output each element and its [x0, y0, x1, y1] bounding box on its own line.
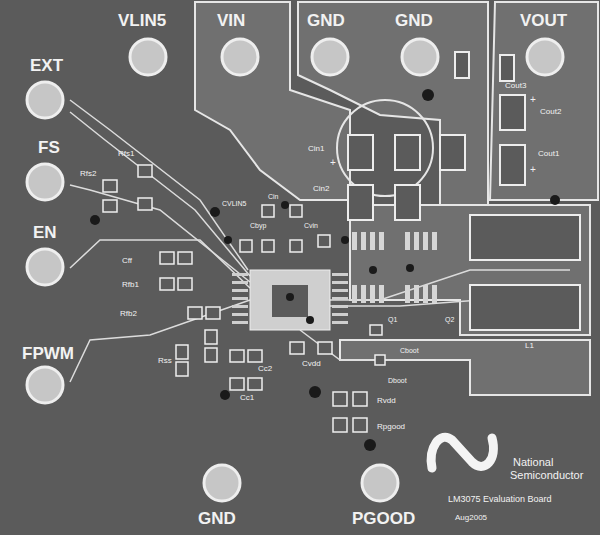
- test-point-label: GND: [395, 12, 433, 29]
- test-point-label: FS: [38, 139, 60, 156]
- component-label: Cbyp: [250, 222, 266, 229]
- component-label: Rfb1: [122, 281, 139, 289]
- test-point-label: VOUT: [520, 12, 567, 29]
- component-label: Aug2005: [455, 514, 487, 522]
- component-label: Rvdd: [377, 397, 396, 405]
- component-label: Cvin: [304, 222, 318, 229]
- test-point-label: VIN: [217, 12, 245, 29]
- component-label: +: [530, 95, 536, 105]
- test-point-label: GND: [198, 510, 236, 527]
- component-label: L1: [525, 342, 534, 350]
- component-label: Rfs2: [80, 170, 96, 178]
- component-label: Cout1: [538, 150, 559, 158]
- test-point-label: EN: [33, 224, 57, 241]
- component-label: LM3075 Evaluation Board: [448, 495, 552, 504]
- component-label: Q1: [388, 316, 397, 323]
- component-label: Rfb2: [120, 310, 137, 318]
- component-label: Rss: [158, 357, 172, 365]
- component-label: Semiconductor: [510, 470, 583, 481]
- component-label: CVLIN5: [222, 200, 247, 207]
- component-label: Rfs1: [118, 150, 134, 158]
- component-label: Cboot: [400, 347, 419, 354]
- component-label: +: [330, 158, 336, 168]
- component-label: Cin: [268, 193, 279, 200]
- component-label: Dboot: [388, 377, 407, 384]
- test-point-label: FPWM: [22, 345, 74, 362]
- component-label: Q2: [445, 316, 454, 323]
- component-label: Cvdd: [302, 360, 321, 368]
- test-point-label: VLIN5: [118, 12, 166, 29]
- component-label: Rpgood: [377, 423, 405, 431]
- test-point-label: EXT: [30, 57, 63, 74]
- component-label: Cff: [122, 257, 132, 265]
- component-label: +: [530, 165, 536, 175]
- component-label: Cout2: [540, 108, 561, 116]
- component-label: Cc1: [240, 394, 254, 402]
- component-label: National: [513, 457, 553, 468]
- component-label: Cout3: [505, 82, 526, 90]
- component-label: Cin2: [313, 185, 329, 193]
- test-point-label: PGOOD: [352, 510, 415, 527]
- test-point-label: GND: [307, 12, 345, 29]
- component-label: Cc2: [258, 365, 272, 373]
- component-label: Cin1: [308, 145, 324, 153]
